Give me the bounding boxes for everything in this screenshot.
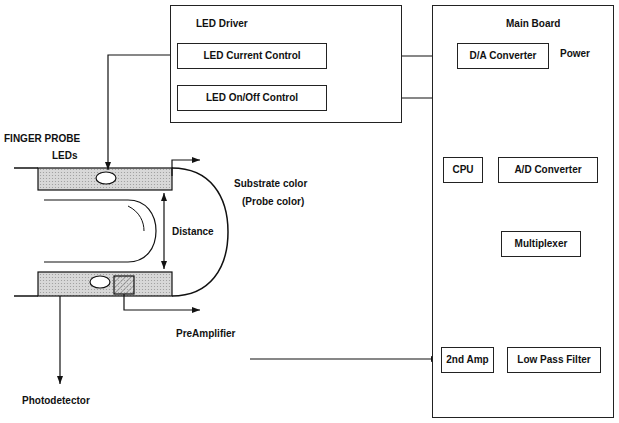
- driver-board: LED DriverLED Current ControlLED On/Off …: [170, 5, 402, 123]
- probe-edge: [14, 295, 38, 297]
- finger-nail: [128, 206, 144, 231]
- box-label: Multiplexer: [515, 238, 568, 250]
- dimension-label: Distance: [172, 226, 214, 238]
- probe-housing: [172, 168, 228, 296]
- converter-box: D/A Converter: [457, 43, 549, 69]
- amplifier-box: 2nd Amp: [441, 347, 494, 373]
- box-label: Low Pass Filter: [517, 354, 590, 366]
- part-label: Photodetector: [22, 395, 90, 407]
- multiplexer-box: Multiplexer: [501, 231, 581, 257]
- probe-edge: [14, 167, 38, 169]
- filter-box: Low Pass Filter: [507, 347, 601, 373]
- box-label: 2nd Amp: [446, 354, 488, 366]
- distance-arrow: [163, 193, 164, 269]
- photodetector-arrow: [59, 296, 60, 384]
- preamplifier-symbol: [114, 276, 134, 294]
- control-box: LED Current Control: [177, 43, 327, 69]
- board-title: LED Driver: [196, 18, 248, 30]
- led-symbol: [96, 172, 116, 184]
- converter-box: A/D Converter: [498, 157, 598, 183]
- control-box: LED On/Off Control: [177, 85, 327, 111]
- finger-outline: [44, 200, 156, 262]
- part-label: PreAmplifier: [176, 328, 235, 340]
- part-label: Substrate color: [234, 178, 307, 190]
- preamplifier-arrow: [124, 294, 200, 310]
- box-label: D/A Converter: [470, 50, 537, 62]
- part-label: LEDs: [52, 150, 78, 162]
- box-label: CPU: [452, 164, 473, 176]
- box-label: LED Current Control: [203, 50, 300, 62]
- substrate-arrow: [172, 160, 200, 176]
- figure-title: FINGER PROBE: [4, 133, 80, 145]
- main-board: Main BoardD/A ConverterCPU A/D ConverterM…: [432, 5, 614, 418]
- box-label: LED On/Off Control: [206, 92, 298, 104]
- board-title: Main Board: [506, 18, 560, 30]
- part-label: (Probe color): [242, 196, 304, 208]
- component-label: Power: [560, 48, 590, 60]
- box-label: A/D Converter: [514, 164, 581, 176]
- led-drive-wire: [108, 55, 176, 170]
- cpu-box: CPU: [443, 157, 483, 183]
- detector-substrate: [38, 272, 172, 296]
- photodetector-symbol: [90, 276, 110, 288]
- led-substrate: [38, 168, 172, 190]
- signal-wire: [250, 358, 439, 359]
